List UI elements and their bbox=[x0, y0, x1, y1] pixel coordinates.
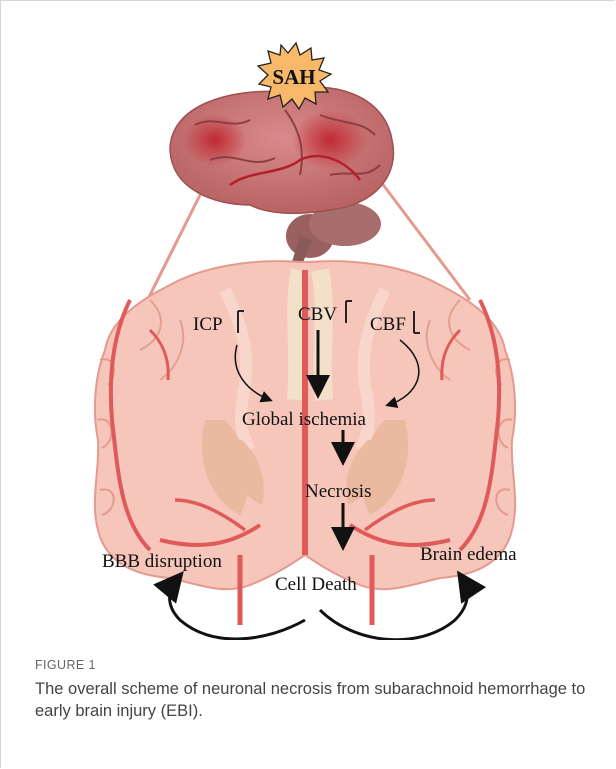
figure-label: FIGURE 1 bbox=[35, 658, 96, 672]
label-cbf: CBF bbox=[370, 314, 406, 335]
label-bbb-disruption: BBB disruption bbox=[102, 551, 222, 572]
label-icp: ICP bbox=[193, 314, 223, 335]
sah-diagram: SAH ICP CBV CBF Global ischemia Necrosis… bbox=[0, 0, 616, 640]
figure-caption: The overall scheme of neuronal necrosis … bbox=[35, 678, 595, 722]
sah-label: SAH bbox=[272, 65, 315, 89]
label-cell-death: Cell Death bbox=[275, 574, 357, 595]
label-global-ischemia: Global ischemia bbox=[242, 409, 367, 430]
label-necrosis: Necrosis bbox=[305, 481, 371, 502]
label-brain-edema: Brain edema bbox=[420, 544, 517, 565]
brain-illustration bbox=[170, 87, 393, 270]
label-cbv: CBV bbox=[298, 304, 337, 325]
